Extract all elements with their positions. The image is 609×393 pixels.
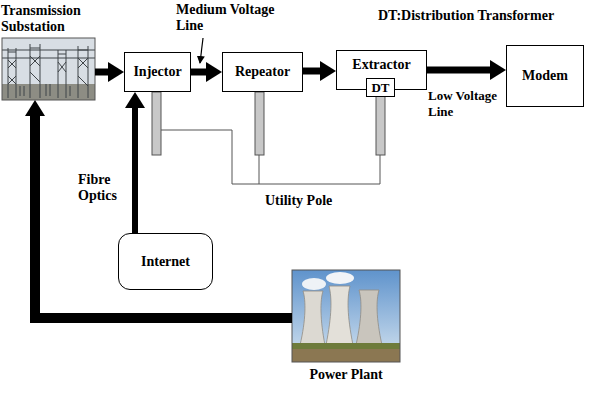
process-box: Injector [124, 52, 191, 92]
pole-label: Utility Pole [265, 193, 365, 209]
node-text: Transmission Substation [1, 3, 101, 35]
node-text: Injector [133, 64, 181, 80]
node-text: Modem [522, 68, 568, 84]
utility-pole [255, 92, 264, 155]
substation-lattice [2, 44, 95, 98]
power-plant-picture [292, 270, 400, 362]
cooling-tower [326, 286, 353, 345]
legend-note: DT:Distribution Transformer [378, 8, 606, 24]
pole-leader [161, 130, 380, 184]
power-connector [95, 69, 108, 76]
process-box: ExtractorDT [336, 50, 427, 90]
power-connector [35, 116, 292, 318]
node-text: Extractor [352, 57, 410, 73]
node-text: Repeator [235, 64, 290, 80]
substation-picture [2, 38, 95, 100]
steam [302, 278, 326, 290]
cooling-tower [300, 291, 325, 345]
substation-sky [2, 38, 95, 100]
power-connector [191, 69, 206, 76]
plant-grass [292, 343, 400, 349]
label-leader [200, 38, 203, 63]
line-label: Low Voltage Line [428, 88, 504, 120]
node-text: Internet [141, 254, 190, 270]
transformer-box: DT [366, 78, 395, 97]
substation-frame [2, 38, 95, 100]
power-plant-node: Power Plant [292, 270, 400, 362]
steam [326, 272, 354, 284]
process-box: Modem [506, 45, 584, 107]
cooling-tower [356, 290, 382, 345]
rounded-box: Internet [118, 233, 213, 290]
node-text: Power Plant [292, 367, 400, 383]
substation-node: Transmission Substation [2, 38, 95, 100]
plant-frame [292, 270, 400, 362]
link-label: Fibre Optics [78, 172, 130, 204]
plant-sky [292, 270, 400, 362]
power-connector [132, 108, 138, 233]
line-label: Medium Voltage Line [176, 2, 286, 34]
process-box: Repeator [222, 52, 303, 92]
plant-ground [292, 349, 400, 362]
utility-pole [376, 96, 385, 155]
utility-pole [152, 92, 161, 155]
power-connector [303, 68, 320, 75]
power-connector [427, 67, 490, 74]
node-text: DT [371, 80, 389, 96]
